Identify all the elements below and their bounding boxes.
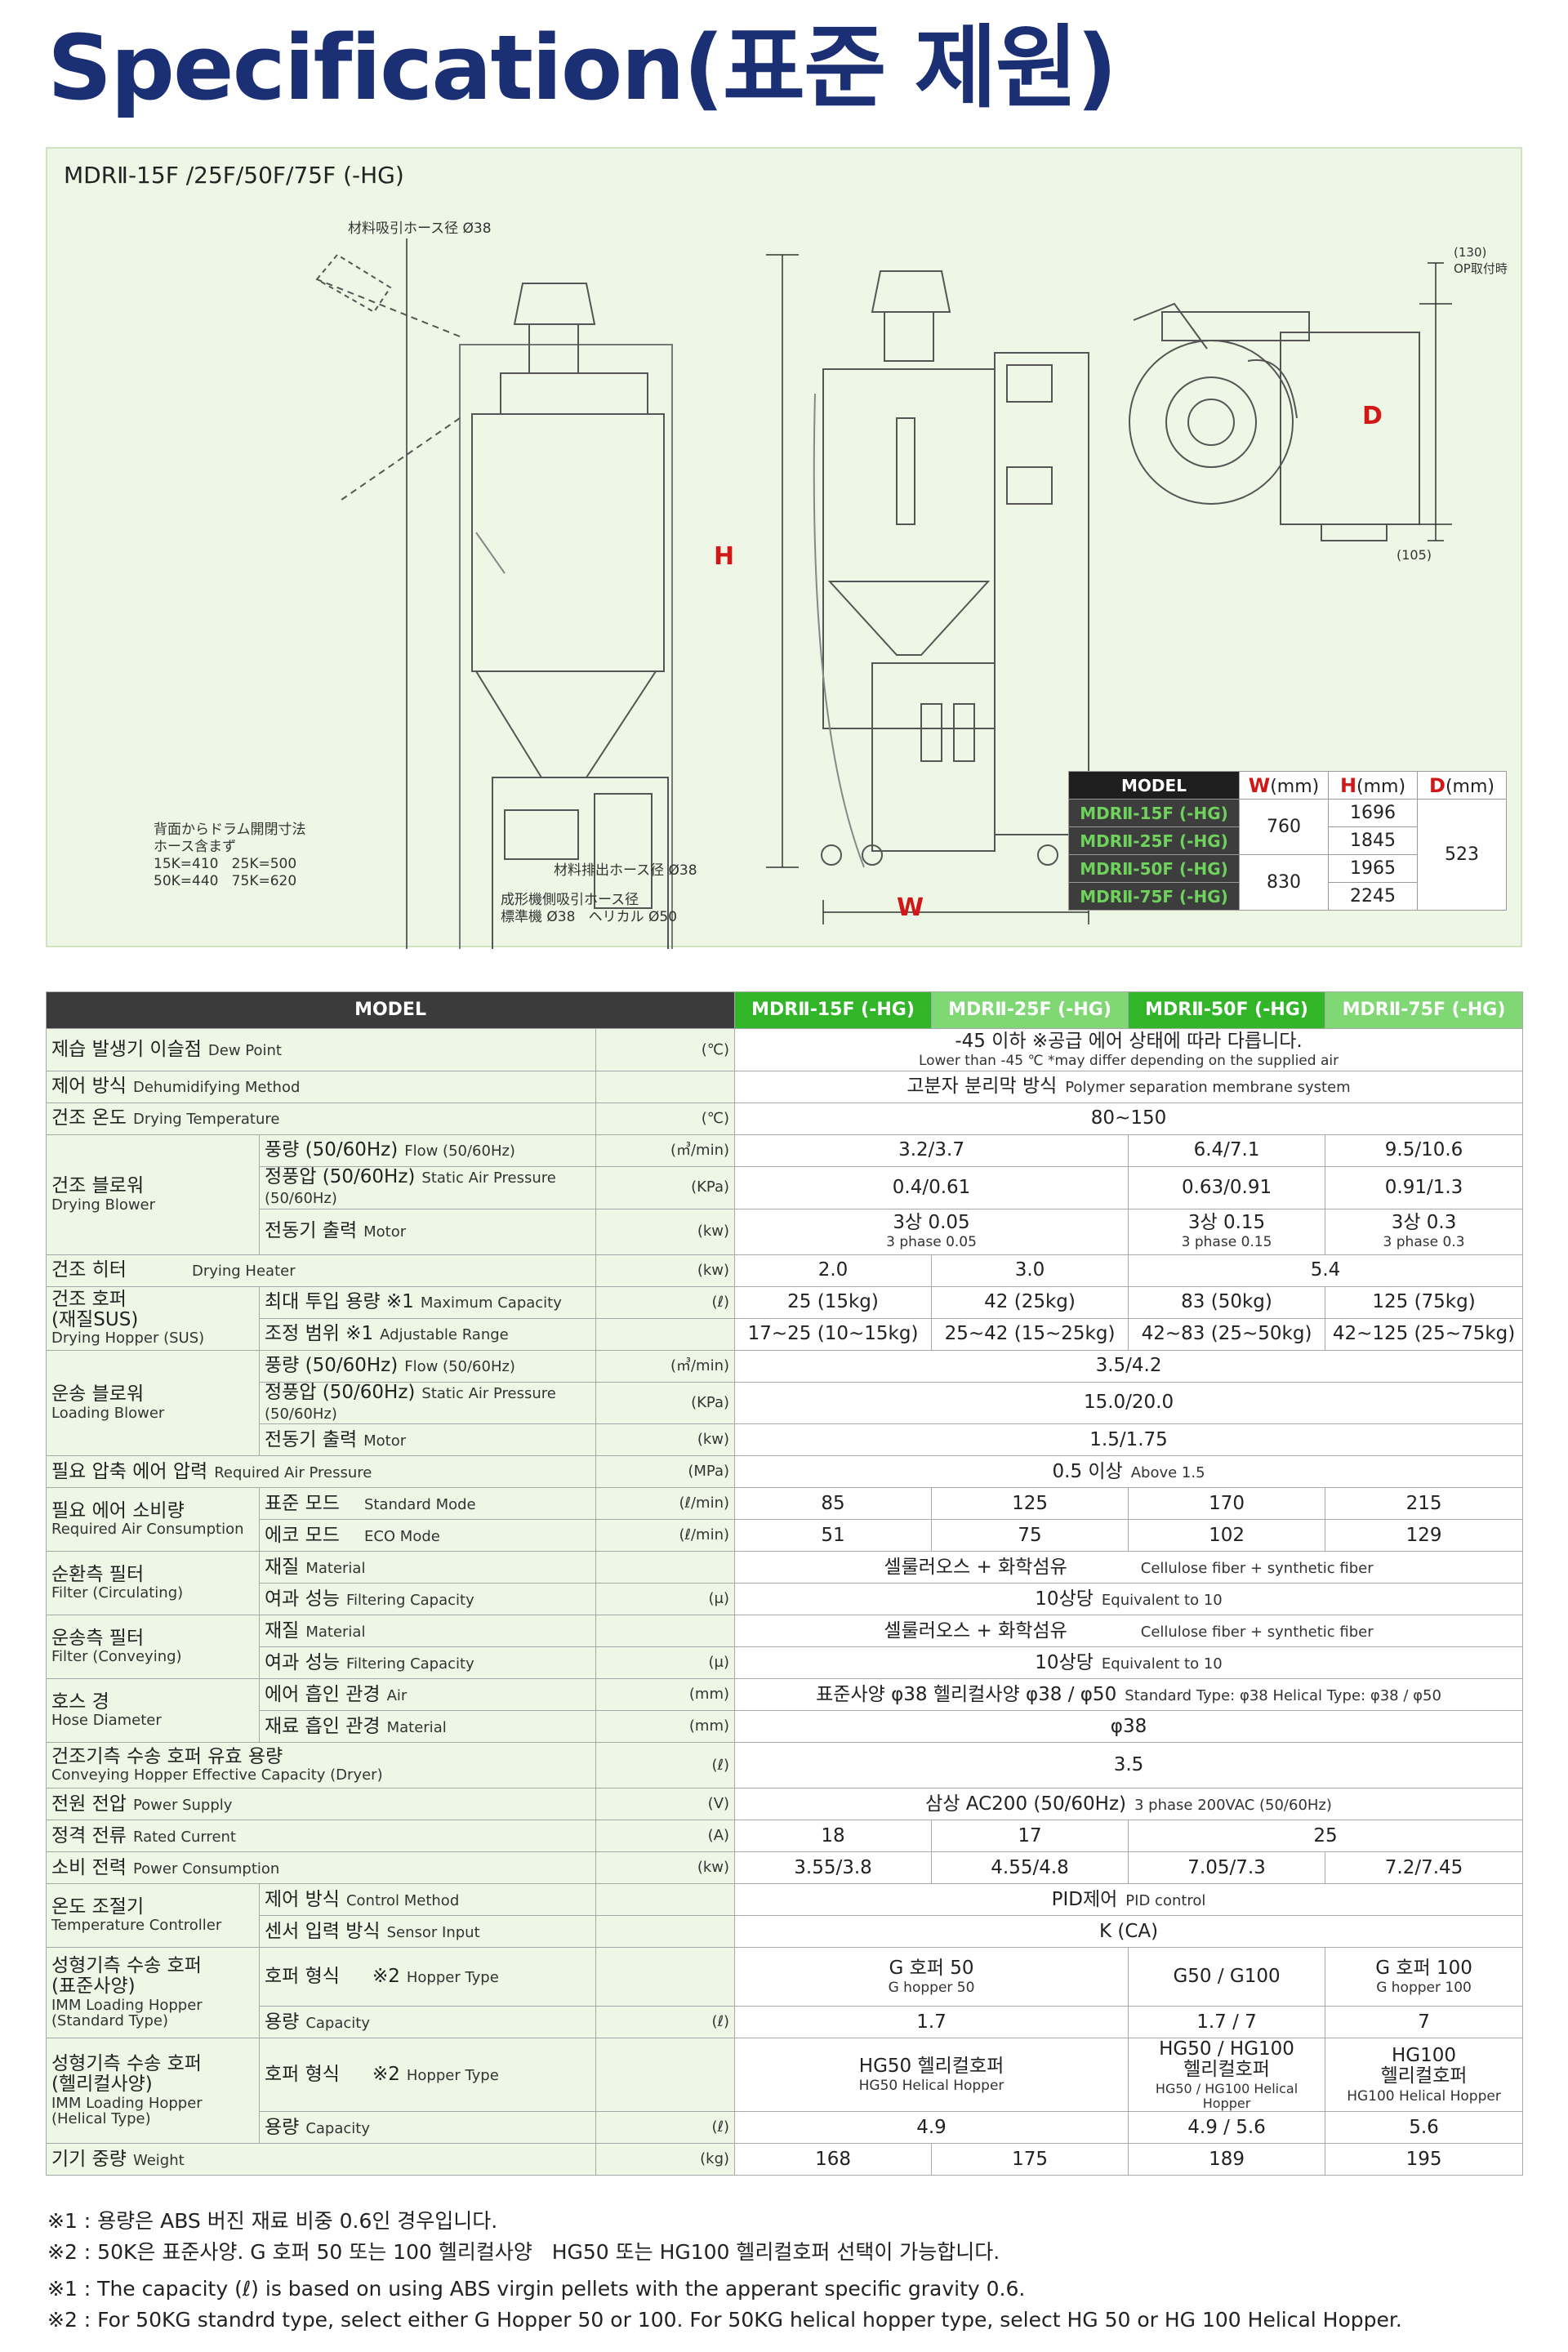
dim-header-d: D(mm) xyxy=(1417,771,1507,800)
op-mount-dim: (130) OP取付時 xyxy=(1454,245,1508,276)
top-view-machine xyxy=(1129,302,1420,541)
spec-row-loading-blower-static: 정풍압 (50/60Hz)Static Air Pressure (50/60H… xyxy=(47,1381,1524,1425)
spec-row-drying-blower-static: 정풍압 (50/60Hz)Static Air Pressure (50/60H… xyxy=(47,1166,1524,1209)
footnote-1-en: ※1 : The capacity (ℓ) is based on using … xyxy=(47,2277,1026,2301)
spec-table: MODEL MDRⅡ-15F (-HG) MDRⅡ-25F (-HG) MDRⅡ… xyxy=(45,991,1524,2176)
drawing-panel: MDRⅡ-15F /25F/50F/75F (-HG) xyxy=(46,147,1522,949)
dim-header-w: W(mm) xyxy=(1239,771,1329,800)
dim-label-w: W xyxy=(897,893,924,922)
spec-header-model-50f: MDRⅡ-50F (-HG) xyxy=(1128,991,1326,1029)
rear-clearance-note: 背面からドラム開閉寸法 ホース含まず 15K=410 25K=500 50K=4… xyxy=(154,822,306,889)
dim-header-model: MODEL xyxy=(1068,771,1240,800)
dim-row: MDRⅡ-50F (-HG) 830 1965 xyxy=(1068,854,1507,911)
dimension-table: MODEL W(mm) H(mm) D(mm) MDRⅡ-15F (-HG) 7… xyxy=(1068,771,1507,911)
spec-header-model-25f: MDRⅡ-25F (-HG) xyxy=(931,991,1129,1029)
discharge-hose-note: 材料排出ホース径 Ø38 xyxy=(554,862,697,879)
dim-row: MDRⅡ-75F (-HG) 2245 xyxy=(1068,882,1507,911)
bottom-dim: (105) xyxy=(1396,547,1432,563)
spec-header-model-75f: MDRⅡ-75F (-HG) xyxy=(1325,991,1524,1029)
spec-header-row: MODEL MDRⅡ-15F (-HG) MDRⅡ-25F (-HG) MDRⅡ… xyxy=(45,991,1524,1029)
dim-header-h: H(mm) xyxy=(1328,771,1418,800)
spec-row-imm-std-type: 성형기측 수송 호퍼(표준사양)IMM Loading Hopper(Stand… xyxy=(46,1947,1524,2039)
molding-side-hose-note: 成形機側吸引ホース径 標準機 Ø38 ヘリカル Ø50 xyxy=(501,892,678,925)
spec-row-imm-hel-type: 성형기측 수송 호퍼(헬리컬사양)IMM Loading Hopper(Heli… xyxy=(46,2038,1524,2145)
dim-label-h: H xyxy=(714,542,735,571)
machine-drawing xyxy=(315,238,1452,949)
dimension-lines xyxy=(406,238,1452,949)
suction-hose-note: 材料吸引ホース径 Ø38 xyxy=(348,220,492,237)
footnote-2-ko: ※2 : 50K은 표준사양. G 호퍼 50 또는 100 헬리컬사양 HG5… xyxy=(47,2240,1000,2264)
spec-header-model: MODEL xyxy=(45,991,736,1029)
side-view-machine xyxy=(315,253,673,949)
dim-label-d: D xyxy=(1362,402,1383,430)
front-view-machine xyxy=(813,270,1089,868)
drawing-title: MDRⅡ-15F /25F/50F/75F (-HG) xyxy=(64,162,404,189)
spec-header-model-15f: MDRⅡ-15F (-HG) xyxy=(734,991,933,1029)
dim-row: MDRⅡ-25F (-HG) 1845 xyxy=(1068,826,1507,855)
spec-row-drying-hopper-max: 건조 호퍼(재질SUS)Drying Hopper (SUS) 최대 투입 용량… xyxy=(46,1285,1524,1351)
footnote-2-en: ※2 : For 50KG standrd type, select eithe… xyxy=(47,2308,1402,2332)
footnote-1-ko: ※1 : 용량은 ABS 버진 재료 비중 0.6인 경우입니다. xyxy=(47,2209,498,2233)
dim-row: MDRⅡ-15F (-HG) 760 1696 523 xyxy=(1068,799,1507,911)
page-title: Specification(표준 제원) xyxy=(47,16,1117,120)
